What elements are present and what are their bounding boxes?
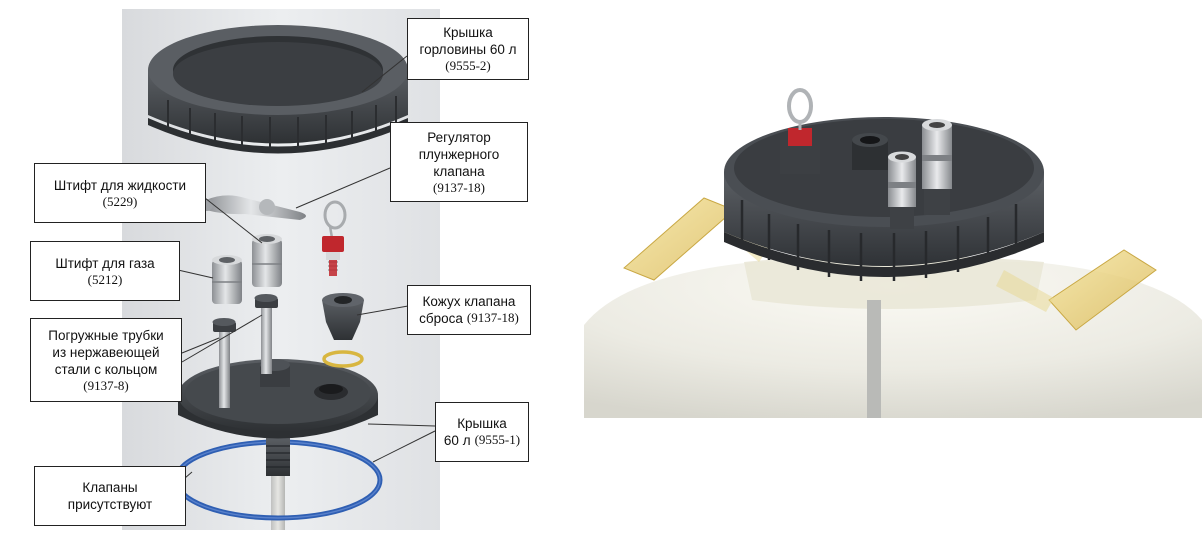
neck-cap-ring: [148, 25, 408, 154]
label-lid-line2: 60 л: [443, 433, 471, 448]
lid-60l: [178, 359, 378, 439]
label-liquid-pin-line1: Штифт для жидкости: [53, 177, 187, 193]
exploded-diagram: [122, 9, 440, 530]
label-regulator: Регулятор плунжерного клапана (9137-18): [390, 122, 528, 202]
center-tube: [867, 300, 881, 418]
handle-right: [996, 249, 1157, 331]
label-relief-housing-line1: Кожух клапана: [422, 294, 516, 309]
yellow-o-ring: [322, 350, 364, 368]
dip-tube-long: [271, 470, 285, 530]
label-regulator-code: (9137-18): [433, 179, 485, 195]
label-liquid-pin: Штифт для жидкости (5229): [34, 163, 206, 223]
label-valves-line2: присутствуют: [67, 497, 153, 512]
label-neck-cap-code: (9555-2): [445, 58, 491, 73]
label-regulator-line3: клапана: [433, 163, 485, 179]
label-gas-pin: Штифт для газа (5212): [30, 241, 180, 301]
label-gas-pin-line1: Штифт для газа: [55, 255, 155, 271]
red-relief-valve: [780, 88, 820, 174]
assembled-cap: [724, 117, 1044, 281]
label-neck-cap: Крышка горловины 60 л (9555-2): [407, 18, 529, 80]
dip-tubes-with-ring: [212, 294, 278, 408]
label-lid-line1: Крышка: [457, 416, 507, 431]
label-dip-tubes-line2: из нержавеющей: [52, 344, 160, 360]
label-valves-line1: Клапаны: [82, 480, 138, 495]
label-relief-housing: Кожух клапана сброса (9137-18): [407, 285, 531, 335]
threaded-stem: [266, 438, 290, 476]
label-gas-pin-code: (5212): [87, 271, 123, 287]
label-valves: Клапаны присутствуют: [34, 466, 186, 526]
assembled-render: [584, 88, 1202, 418]
label-dip-tubes-line1: Погружные трубки: [48, 327, 164, 343]
gas-pin: [212, 255, 242, 304]
label-lid: Крышка 60 л (9555-1): [435, 402, 529, 462]
relief-valve-housing: [322, 293, 364, 340]
label-dip-tubes: Погружные трубки из нержавеющей стали с …: [30, 318, 182, 402]
leader-lines: [177, 55, 436, 479]
label-relief-housing-line2: сброса: [419, 311, 463, 326]
label-liquid-pin-code: (5229): [102, 193, 138, 209]
label-relief-housing-code: (9137-18): [466, 310, 519, 325]
label-dip-tubes-code: (9137-8): [83, 377, 129, 393]
label-regulator-line2: плунжерного: [418, 146, 500, 162]
label-regulator-line1: Регулятор: [427, 129, 491, 145]
label-dip-tubes-line3: стали с кольцом: [54, 361, 158, 377]
plunger-valve-regulator: [201, 195, 347, 276]
ball-lock-post-gas: [922, 119, 952, 215]
ball-lock-post-liquid: [888, 151, 916, 229]
label-neck-cap-line2: горловины 60 л: [419, 42, 517, 57]
label-lid-code: (9555-1): [474, 432, 521, 447]
liquid-pin: [252, 234, 282, 287]
label-neck-cap-line1: Крышка: [443, 25, 493, 40]
